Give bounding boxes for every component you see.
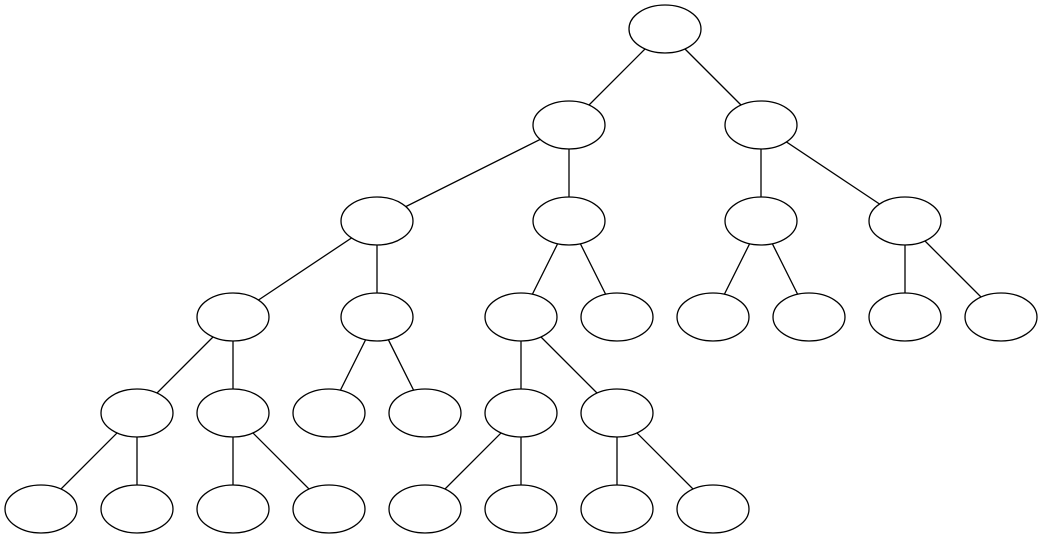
tree-node [484, 484, 558, 534]
tree-node [196, 292, 270, 342]
tree-node [580, 292, 654, 342]
tree-node [388, 388, 462, 438]
tree-node [340, 196, 414, 246]
tree-node [724, 100, 798, 150]
tree-node [868, 196, 942, 246]
tree-node [196, 484, 270, 534]
tree-edge [376, 124, 570, 222]
nodes [4, 4, 1038, 534]
tree-node [196, 388, 270, 438]
tree-node [484, 388, 558, 438]
tree-node [340, 292, 414, 342]
tree-node [868, 292, 942, 342]
tree-node [964, 292, 1038, 342]
tree-node [484, 292, 558, 342]
tree-node [580, 388, 654, 438]
tree-node [4, 484, 78, 534]
tree-node [772, 292, 846, 342]
tree-node [580, 484, 654, 534]
tree-node [100, 388, 174, 438]
tree-node [292, 388, 366, 438]
tree-node [724, 196, 798, 246]
tree-node [388, 484, 462, 534]
tree-node [532, 196, 606, 246]
tree-node [628, 4, 702, 54]
tree-node [676, 484, 750, 534]
tree-node [676, 292, 750, 342]
tree-node [532, 100, 606, 150]
tree-node [292, 484, 366, 534]
tree-node [100, 484, 174, 534]
